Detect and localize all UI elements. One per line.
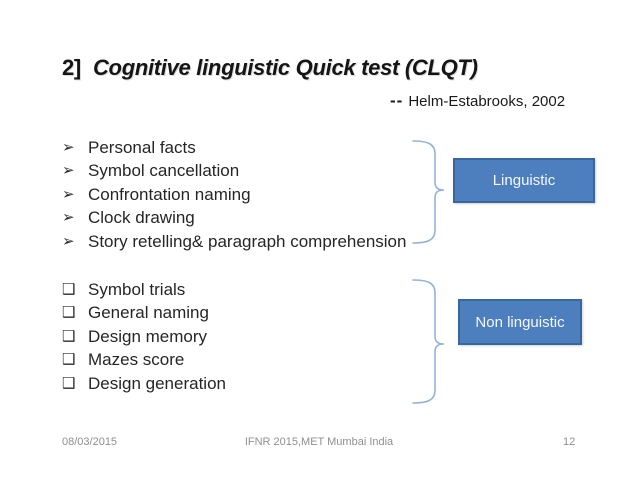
arrow-bullet-icon: ➢ (62, 162, 75, 180)
brace-non-linguistic-icon (412, 279, 445, 404)
list-item-label: Mazes score (88, 350, 185, 370)
list-item: ❑ Design memory (62, 325, 226, 348)
linguistic-label-box: Linguistic (453, 158, 595, 203)
footer-date: 08/03/2015 (62, 436, 118, 448)
arrow-bullet-icon: ➢ (62, 209, 75, 227)
title-text: Cognitive linguistic Quick test (CLQT) (92, 55, 478, 80)
list-item: ➢ Clock drawing (62, 206, 406, 229)
brace-linguistic-icon (412, 140, 445, 244)
footer-event-text: IFNR 2015,MET Mumbai India (244, 436, 394, 448)
list-item-label: Design memory (88, 326, 208, 346)
attribution-line: --Helm-Estabrooks, 2002 (390, 91, 565, 111)
arrow-bullet-icon: ➢ (62, 185, 75, 203)
list-item-label: Clock drawing (88, 208, 195, 228)
list-item-label: Symbol cancellation (88, 161, 240, 181)
list-item-label: General naming (88, 303, 209, 323)
list-item-label: Symbol trials (88, 280, 186, 299)
slide-title: 2] Cognitive linguistic Quick test (CLQT) (62, 55, 478, 81)
square-bullet-icon: ❑ (62, 304, 76, 322)
footer-page-number: 12 (563, 436, 576, 448)
square-bullet-icon: ❑ (62, 351, 76, 369)
square-bullet-icon: ❑ (62, 281, 76, 298)
list-item-label: Personal facts (88, 138, 196, 157)
list-item-label: Confrontation naming (88, 184, 251, 204)
list-item: ➢ Story retelling& paragraph comprehensi… (62, 230, 406, 253)
list-item: ❑ General naming (62, 301, 226, 324)
linguistic-task-list: ➢ Personal facts ➢ Symbol cancellation ➢… (62, 136, 406, 253)
linguistic-label: Linguistic (492, 172, 556, 189)
list-item: ❑ Mazes score (62, 348, 226, 371)
arrow-bullet-icon: ➢ (62, 232, 75, 250)
attribution-text: Helm-Estabrooks, 2002 (408, 93, 566, 110)
list-item: ➢ Confrontation naming (62, 183, 406, 206)
list-item: ➢ Personal facts (62, 136, 406, 159)
square-bullet-icon: ❑ (62, 327, 76, 345)
list-item: ➢ Symbol cancellation (62, 159, 406, 182)
square-bullet-icon: ❑ (62, 374, 76, 392)
arrow-bullet-icon: ➢ (62, 139, 75, 156)
attribution-dashes: -- (390, 91, 404, 110)
non-linguistic-label: Non linguistic (475, 313, 565, 331)
title-number: 2] (62, 55, 81, 80)
list-item-label: Story retelling& paragraph comprehension (88, 231, 407, 251)
non-linguistic-label-box: Non linguistic (458, 299, 582, 345)
list-item: ❑ Symbol trials (62, 278, 226, 301)
list-item-label: Design generation (88, 373, 226, 393)
non-linguistic-task-list: ❑ Symbol trials ❑ General naming ❑ Desig… (62, 278, 226, 395)
list-item: ❑ Design generation (62, 372, 226, 395)
